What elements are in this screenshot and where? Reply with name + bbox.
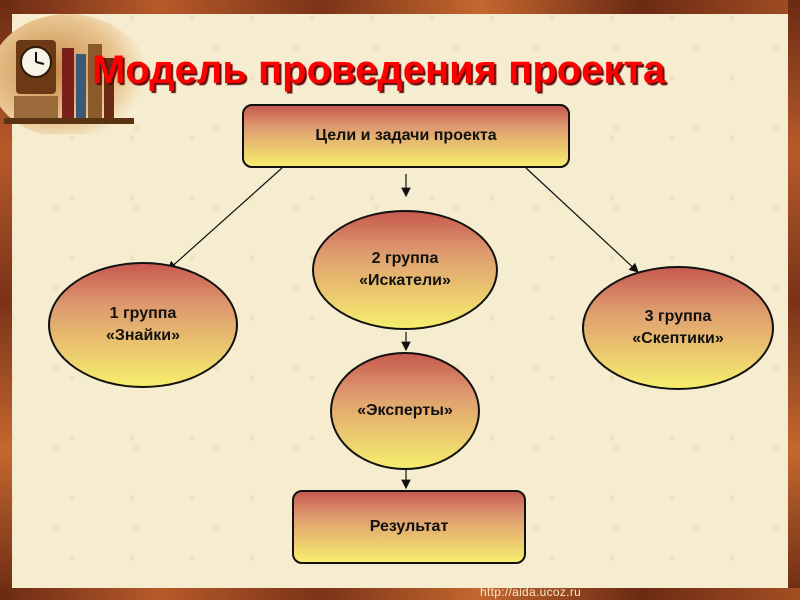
group2-node: 2 группа «Искатели»: [312, 210, 498, 330]
experts-label: «Эксперты»: [357, 402, 453, 419]
clock-icon: [16, 40, 56, 94]
result-label: Результат: [369, 518, 449, 535]
group3-node: 3 группа «Скептики»: [582, 266, 774, 390]
result-node: Результат: [292, 490, 526, 564]
frame-right: [788, 0, 800, 600]
frame-left: [0, 0, 12, 600]
group2-line2: «Искатели»: [359, 272, 451, 289]
slide-title: Модель проведения проекта: [92, 48, 666, 92]
group3-line1: 3 группа: [644, 308, 712, 325]
corner-decoration: [0, 14, 146, 134]
frame-top: [0, 0, 800, 14]
goals-node: Цели и задачи проекта: [242, 104, 570, 168]
arrow-goals-to-group1: [167, 167, 283, 271]
group3-line2: «Скептики»: [632, 330, 724, 347]
goals-label: Цели и задачи проекта: [315, 127, 497, 144]
books-icon: [4, 44, 134, 124]
watermark-url: http://aida.ucoz.ru: [480, 585, 582, 599]
group1-line2: «Знайки»: [105, 327, 181, 344]
group2-line1: 2 группа: [371, 250, 439, 267]
arrow-goals-to-group3: [525, 167, 639, 273]
frame-bottom: http://aida.ucoz.ru: [0, 585, 800, 600]
group1-line1: 1 группа: [109, 305, 177, 322]
group1-node: 1 группа «Знайки»: [48, 262, 238, 388]
experts-node: «Эксперты»: [330, 352, 480, 470]
